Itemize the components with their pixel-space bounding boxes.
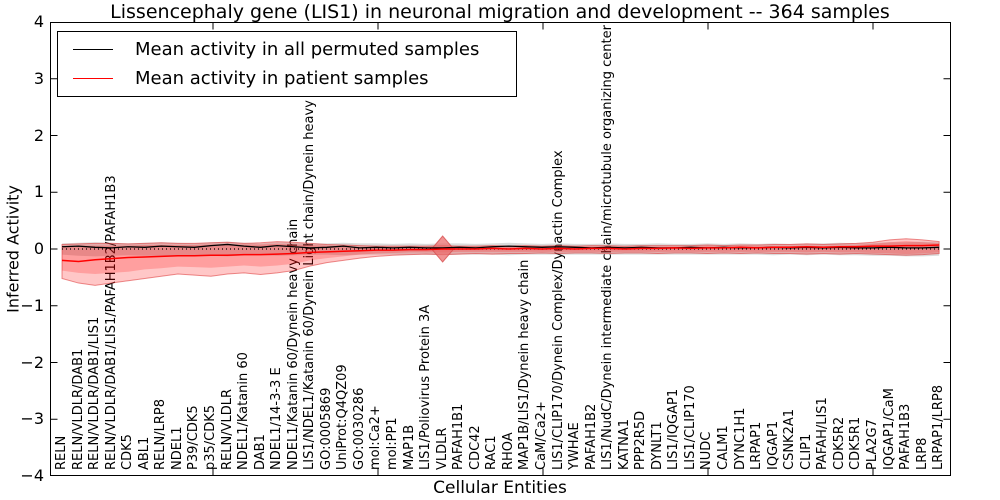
y-tick-label: 3: [33, 68, 44, 88]
chart-canvas: [50, 22, 951, 476]
legend-label: Mean activity in patient samples: [135, 68, 429, 90]
band-patient-range-inner: [62, 241, 940, 274]
y-tick-label: −3: [20, 409, 44, 429]
y-tick-label: −4: [20, 466, 44, 485]
band-patient-range-outer: [61, 238, 940, 286]
legend-entry-permuted: Mean activity in all permuted samples: [58, 35, 516, 63]
y-axis-label: Inferred Activity: [3, 185, 23, 313]
y-tick-label: −2: [20, 352, 44, 372]
y-tick-label: −1: [20, 295, 44, 315]
x-axis-label: Cellular Entities: [433, 478, 567, 498]
y-tick-label: 0: [33, 239, 44, 258]
legend-line-red-icon: [73, 78, 113, 80]
legend-label: Mean activity in all permuted samples: [135, 38, 480, 60]
y-tick-label: 4: [33, 12, 44, 31]
series-line-1: [61, 244, 940, 263]
chart-title: Lissencephaly gene (LIS1) in neuronal mi…: [110, 1, 890, 23]
y-tick-label: 1: [33, 182, 44, 202]
legend: Mean activity in all permuted samples Me…: [57, 31, 517, 97]
legend-line-black-icon: [73, 48, 113, 50]
y-tick-label: 2: [33, 125, 44, 145]
legend-entry-patient: Mean activity in patient samples: [58, 65, 516, 93]
